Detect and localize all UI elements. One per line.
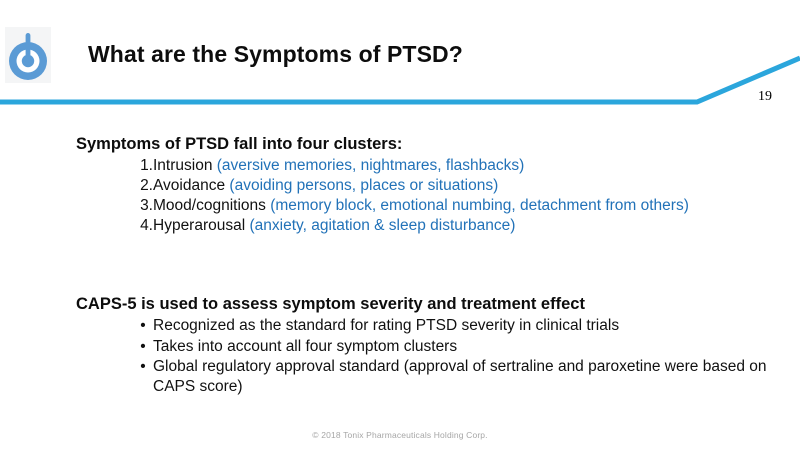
bullet-icon: • bbox=[140, 337, 146, 355]
tonix-power-logo-icon bbox=[9, 33, 47, 80]
list-item-detail: (memory block, emotional numbing, detach… bbox=[270, 197, 689, 215]
bullet-icon: • bbox=[140, 358, 146, 376]
list-item: • Global regulatory approval standard (ap… bbox=[76, 357, 776, 398]
section-heading: CAPS-5 is used to assess symptom severit… bbox=[76, 295, 585, 313]
page-number: 19 bbox=[758, 89, 772, 104]
list-item-detail: (avoiding persons, places or situations) bbox=[229, 177, 499, 195]
list-item-label: Recognized as the standard for rating PT… bbox=[153, 317, 620, 335]
section-symptom-clusters: Symptoms of PTSD fall into four clusters… bbox=[76, 135, 776, 236]
list-item: • Takes into account all four symptom clu… bbox=[76, 337, 776, 357]
list-item: 4.Hyperarousal (anxiety, agitation & sle… bbox=[76, 216, 776, 236]
list-item: 1.Intrusion (aversive memories, nightmar… bbox=[76, 156, 776, 176]
logo-container bbox=[5, 27, 51, 83]
footer-copyright: © 2018 Tonix Pharmaceuticals Holding Cor… bbox=[312, 430, 488, 440]
list-item: 3.Mood/cognitions (memory block, emotion… bbox=[76, 196, 776, 216]
list-marker: 4. bbox=[140, 217, 153, 235]
section-caps5: CAPS-5 is used to assess symptom severit… bbox=[76, 295, 776, 398]
list-item-label: Mood/cognitions bbox=[153, 197, 271, 215]
list-marker: 1. bbox=[140, 157, 153, 175]
bullet-icon: • bbox=[140, 317, 146, 335]
list-marker: 2. bbox=[140, 177, 153, 195]
page-title: What are the Symptoms of PTSD? bbox=[88, 41, 463, 67]
list-item-label: Intrusion bbox=[153, 157, 217, 175]
list-item-label: Hyperarousal bbox=[153, 217, 250, 235]
section-heading: Symptoms of PTSD fall into four clusters… bbox=[76, 135, 403, 153]
list-item-detail: (aversive memories, nightmares, flashbac… bbox=[216, 157, 525, 175]
list-item-label: Global regulatory approval standard (app… bbox=[153, 358, 767, 396]
list-item-label: Avoidance bbox=[153, 177, 230, 195]
symptom-cluster-list: 1.Intrusion (aversive memories, nightmar… bbox=[76, 156, 776, 236]
caps5-bullet-list: • Recognized as the standard for rating P… bbox=[76, 316, 776, 397]
header-accent-rule bbox=[0, 55, 800, 105]
list-marker: 3. bbox=[140, 197, 153, 215]
list-item-label: Takes into account all four symptom clus… bbox=[153, 337, 458, 355]
list-item: • Recognized as the standard for rating P… bbox=[76, 316, 776, 336]
list-item-detail: (anxiety, agitation & sleep disturbance) bbox=[249, 217, 516, 235]
list-item: 2.Avoidance (avoiding persons, places or… bbox=[76, 176, 776, 196]
